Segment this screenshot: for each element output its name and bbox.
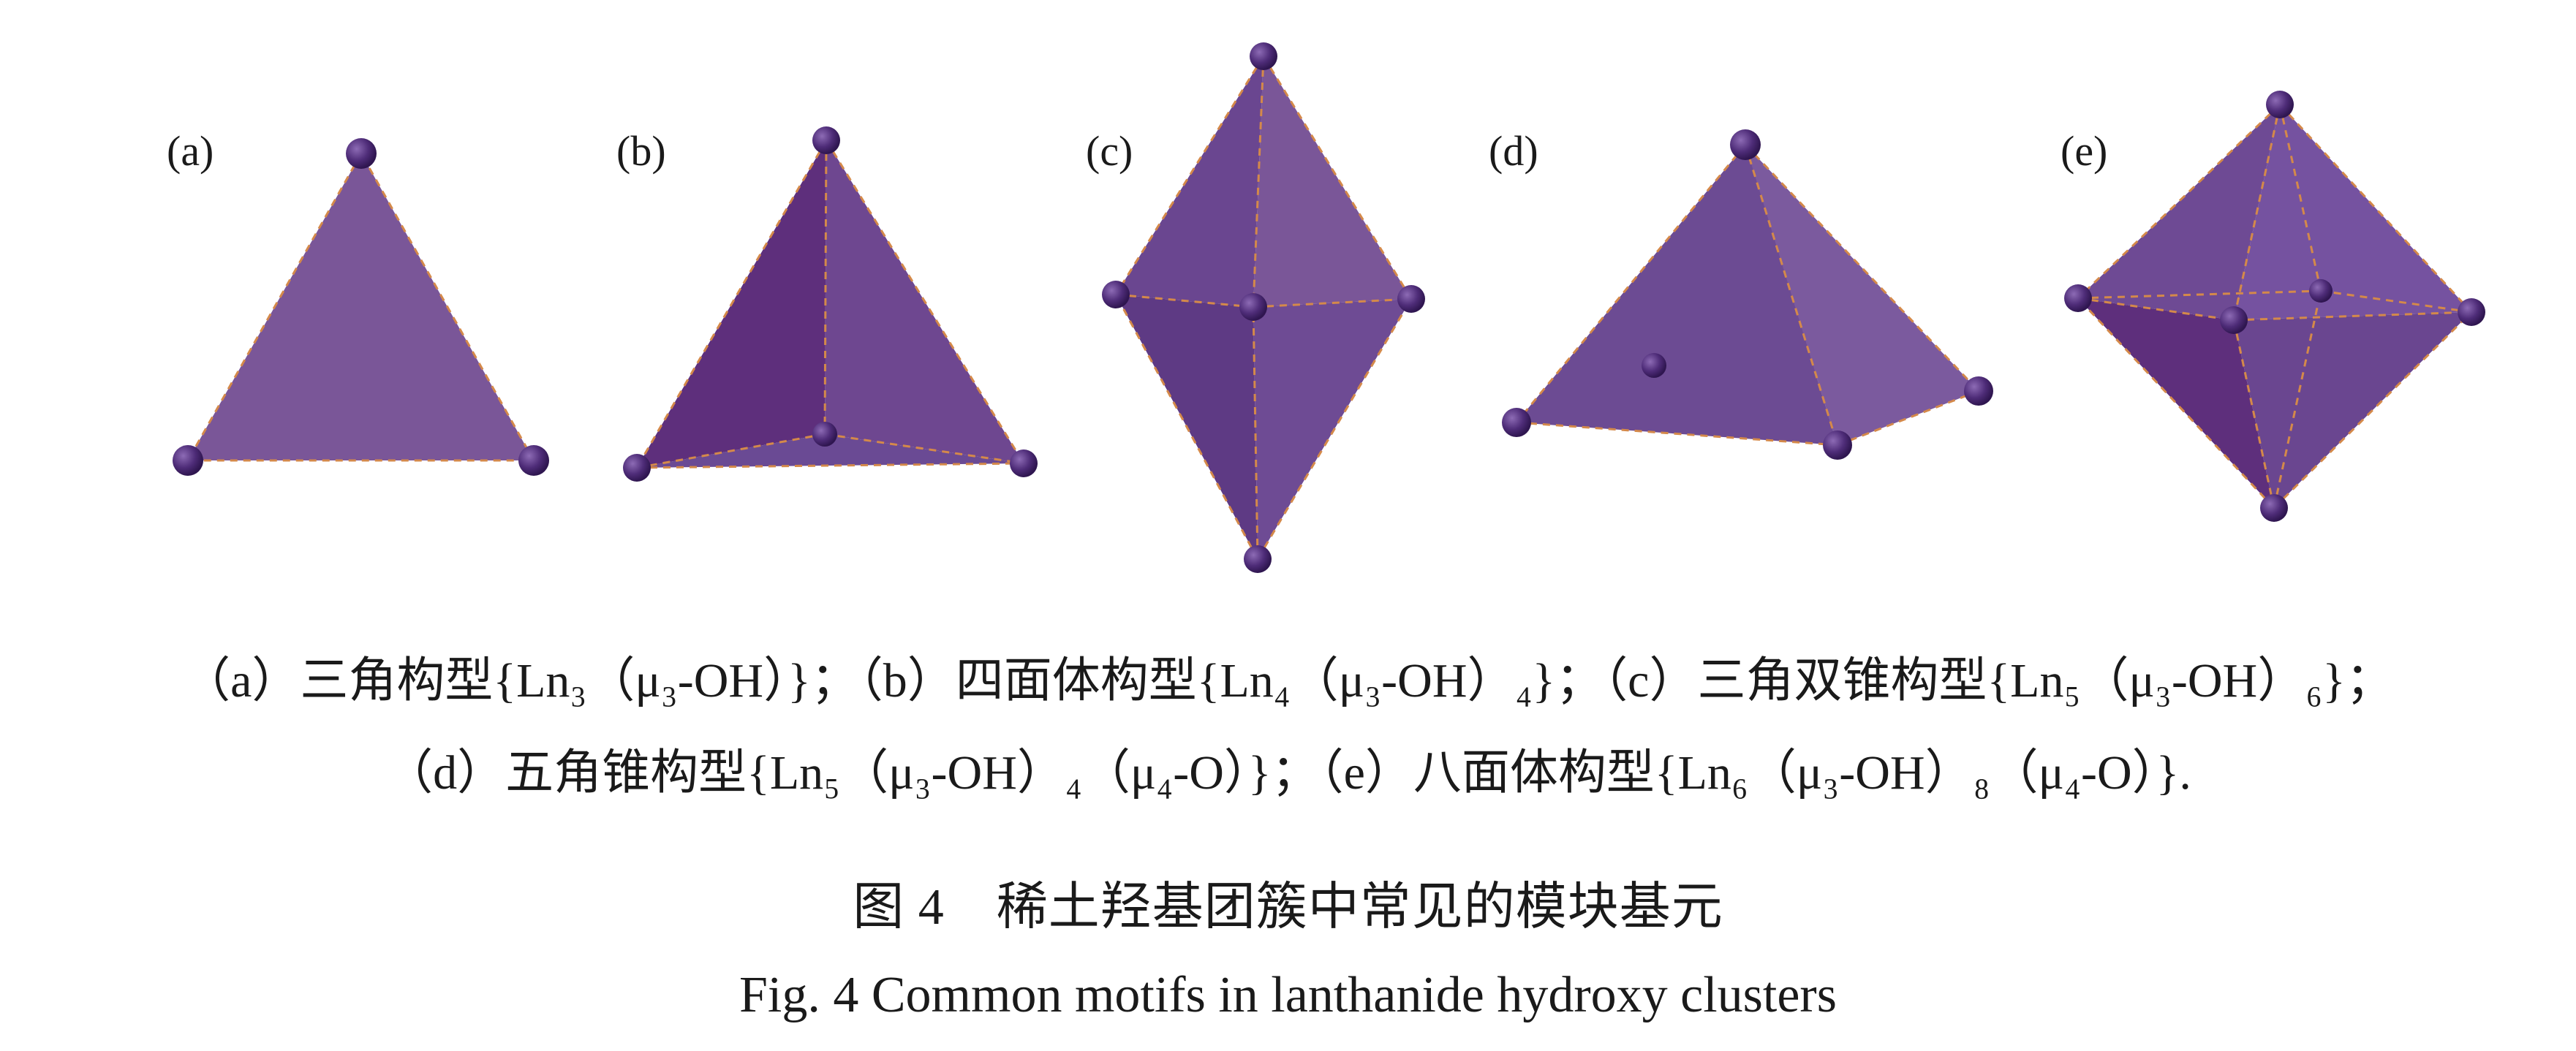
triangle-edges bbox=[186, 153, 536, 462]
atom bbox=[623, 454, 651, 482]
caption-separator: ； bbox=[2345, 654, 2394, 707]
octahedron-lower-right-face bbox=[2234, 312, 2471, 508]
triangle-face bbox=[188, 153, 534, 460]
atom bbox=[1823, 430, 1852, 460]
motif-e-octahedron bbox=[2064, 91, 2485, 522]
octahedron-upper-left-face bbox=[2078, 105, 2280, 320]
atom bbox=[2458, 298, 2485, 326]
caption-e-formula: {Ln₆（μ₃-OH）₈（μ₄-O）} bbox=[1654, 746, 2180, 800]
atom bbox=[812, 422, 837, 447]
caption-d-prefix: （d）五角锥构型 bbox=[385, 746, 747, 800]
atom bbox=[2266, 91, 2294, 118]
bipyramid-upper-right-face bbox=[1253, 56, 1411, 307]
atom bbox=[2220, 306, 2248, 334]
atom bbox=[2064, 284, 2092, 312]
atom bbox=[1964, 376, 1993, 406]
atom bbox=[812, 126, 840, 154]
figure-title-chinese: 图 4 稀土羟基团簇中常见的模块基元 bbox=[853, 879, 1723, 936]
atom bbox=[2309, 279, 2333, 303]
caption-d-formula: {Ln₅（μ₃-OH）₄（μ₄-O）} bbox=[747, 746, 1272, 800]
octahedron-upper-right-face bbox=[2234, 105, 2471, 320]
atom bbox=[1642, 353, 1666, 378]
caption-line-2: （d）五角锥构型{Ln₅（μ₃-OH）₄（μ₄-O）}；（e）八面体构型{Ln₆… bbox=[0, 744, 2576, 802]
atom bbox=[173, 445, 203, 476]
caption-a-formula: {Ln₃（μ₃-OH）} bbox=[493, 654, 811, 707]
caption-c-formula: {Ln₅（μ₃-OH）₆} bbox=[1987, 654, 2346, 707]
figure-illustration bbox=[173, 42, 2485, 573]
atom bbox=[1397, 285, 1425, 313]
atom bbox=[1102, 281, 1130, 308]
atom bbox=[1010, 449, 1038, 477]
caption-separator: ； bbox=[1271, 746, 1320, 800]
caption-c-prefix: （c）三角双锥构型 bbox=[1604, 654, 1987, 707]
motif-a-triangle bbox=[173, 138, 549, 476]
pyramid-front-face bbox=[1516, 145, 1837, 445]
panel-label-b: (b) bbox=[616, 127, 666, 175]
caption-separator: ； bbox=[810, 654, 859, 707]
caption-b-formula: {Ln₄（μ₃-OH）₄} bbox=[1196, 654, 1556, 707]
motif-b-tetrahedron bbox=[623, 126, 1038, 482]
atom bbox=[1244, 545, 1272, 573]
caption-line-1: （a）三角构型{Ln₃（μ₃-OH）}；（b）四面体构型{Ln₄（μ₃-OH）₄… bbox=[0, 652, 2576, 710]
motif-c-trigonal-bipyramid bbox=[1102, 42, 1425, 573]
caption-separator: ； bbox=[1555, 654, 1604, 707]
atom bbox=[518, 445, 549, 476]
panel-label-c: (c) bbox=[1086, 127, 1133, 175]
panel-label-e: (e) bbox=[2061, 127, 2108, 175]
panel-label-d: (d) bbox=[1489, 127, 1538, 175]
atom bbox=[1239, 293, 1267, 321]
pyramid-right-face bbox=[1745, 145, 1979, 445]
atom bbox=[1730, 129, 1761, 160]
caption-b-prefix: （b）四面体构型 bbox=[858, 654, 1197, 707]
motif-d-square-pyramid bbox=[1502, 129, 1993, 460]
atom bbox=[2260, 494, 2288, 522]
caption-a-prefix: （a）三角构型 bbox=[182, 654, 494, 707]
atom bbox=[1250, 42, 1277, 70]
tetrahedron-face-bottom bbox=[637, 434, 1024, 468]
figure-title-english: Fig. 4 Common motifs in lanthanide hydro… bbox=[739, 967, 1837, 1023]
atom bbox=[1502, 408, 1531, 437]
panel-label-a: (a) bbox=[167, 127, 214, 175]
bipyramid-upper-left-face bbox=[1116, 56, 1264, 307]
caption-end: . bbox=[2179, 746, 2191, 800]
caption-e-prefix: （e）八面体构型 bbox=[1319, 746, 1655, 800]
atom bbox=[346, 138, 377, 169]
